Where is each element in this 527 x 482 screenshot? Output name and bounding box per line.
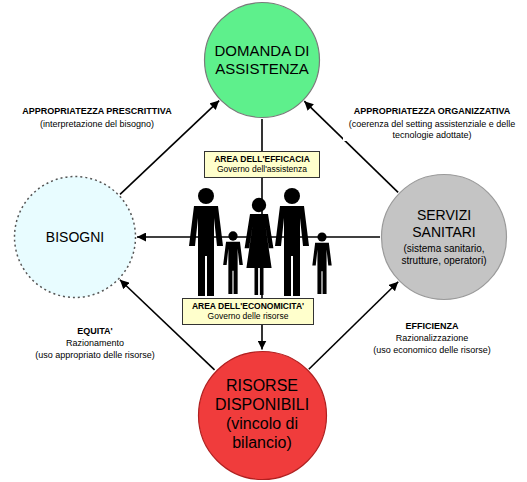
edge-label: EQUITA' [76, 326, 113, 337]
edge-note: (interpretazione del bisogno) [39, 119, 155, 130]
node-subtitle: Governo delle risorse [192, 311, 304, 321]
area-box: AREA DELL'ECONOMICITA'Governo delle riso… [182, 298, 314, 325]
edge-label: EFFICIENZA [405, 321, 460, 332]
man-silhouette [275, 188, 309, 296]
circle-shape [15, 177, 136, 298]
circle-shape [382, 175, 507, 300]
node-title: AREA DELL'EFFICACIA [214, 154, 310, 164]
node-subtitle: Governo dell'assistenza [214, 164, 310, 174]
node-title: RISORSE DISPONIBILI (vincolo di bilancio… [210, 377, 314, 453]
child-silhouette [223, 231, 243, 294]
resources-circle: RISORSE DISPONIBILI (vincolo di bilancio… [197, 350, 328, 481]
edge-note: Razionalizzazione [395, 333, 470, 344]
edge-label: APPROPRIATEZZA PRESCRITTIVA [21, 106, 172, 117]
edge-note: (coerenza del setting assistenziale e de… [343, 119, 521, 141]
edge-note: Razionamento [65, 338, 125, 349]
arrow-connector [137, 236, 380, 238]
circle-shape [198, 351, 326, 479]
edge-note: (uso economico delle risorse) [372, 345, 492, 356]
circle-shape [205, 3, 320, 118]
child-silhouette [312, 232, 331, 294]
edge-label: APPROPRIATEZZA ORGANIZZATIVA [353, 106, 512, 117]
services-circle: SERVIZI SANITARI (sistema sanitario, stru… [380, 173, 508, 301]
man-silhouette [189, 188, 223, 296]
area-box: AREA DELL'EFFICACIAGoverno dell'assisten… [204, 151, 320, 178]
needs-circle: BISOGNI [13, 175, 137, 299]
node-title: BISOGNI [25, 229, 125, 246]
node-title: SERVIZI SANITARI [393, 207, 495, 240]
node-title: DOMANDA DI ASSISTENZA [210, 42, 314, 77]
node-title: AREA DELL'ECONOMICITA' [192, 301, 304, 311]
node-subtitle: (sistema sanitario, strutture, operatori… [393, 243, 495, 267]
woman-silhouette [245, 198, 274, 295]
arrow-connector [309, 282, 398, 369]
demand-circle: DOMANDA DI ASSISTENZA [203, 1, 321, 119]
edge-note: (uso appropriato delle risorse) [34, 350, 156, 361]
